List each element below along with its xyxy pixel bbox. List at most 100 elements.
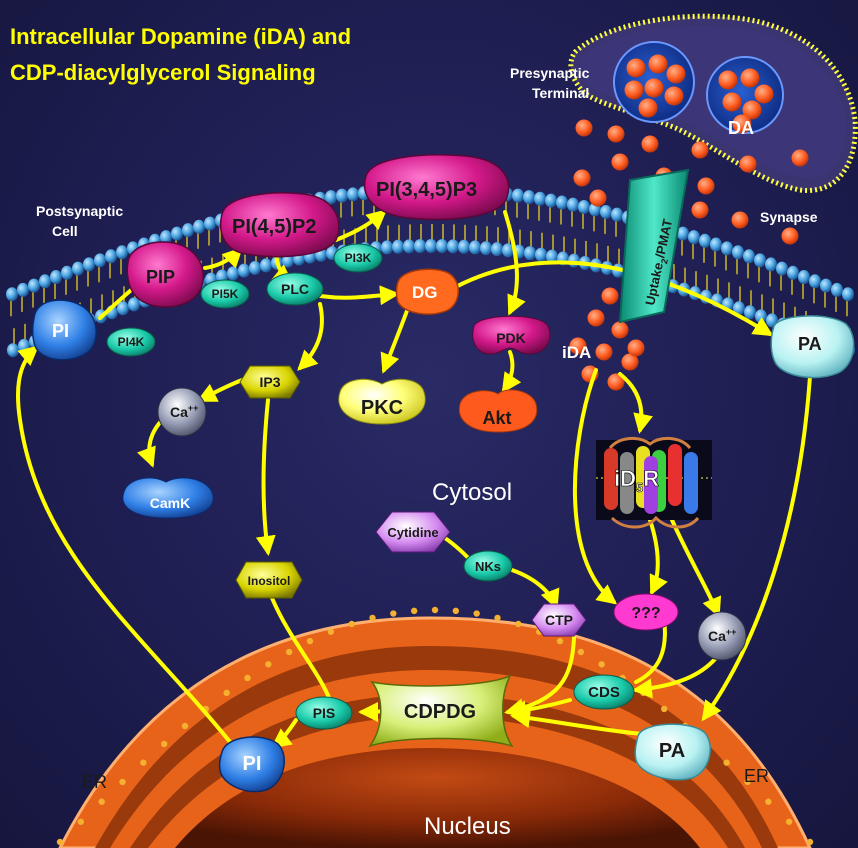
dopamine-molecule [739,155,757,173]
title-line-2: CDP-diacylglycerol Signaling [10,60,316,85]
ribosome [223,689,230,697]
dopamine-molecule [638,98,658,118]
ribosome [160,740,168,748]
dopamine-molecule [691,201,709,219]
ribosome [285,648,293,656]
ctp: CTP [531,603,587,637]
arrow-er-pa-to-cdpdg [510,708,644,736]
lipid-head [776,261,788,276]
enzyme-nks: NKs [463,550,513,582]
svg-text:iD5R: iD5R [614,466,659,495]
lipid-head [568,253,580,268]
ribosome [119,778,126,786]
arrow-ip3-to-ca [196,378,244,402]
lipid-head [392,239,404,254]
er-pa-label: PA [659,740,685,762]
dopamine-molecule [607,373,625,391]
ribosome [410,607,418,615]
dopamine-molecule [648,54,668,74]
membrane-pi: PI [31,299,97,361]
pi45p2-label: PI(4,5)P2 [232,216,316,238]
lipid-head [50,270,62,285]
lipid-head [556,195,568,210]
dopamine-molecule [742,100,762,120]
enzyme-pi3k: PI3K [333,243,383,273]
lipid-head [204,216,216,231]
arrow-ida-to-unknown [572,368,618,605]
dopamine-molecule [611,321,629,339]
pi345p3: PI(3,4,5)P3 [363,154,510,221]
lipid-head [787,265,799,280]
ribosome [494,614,501,622]
lipid-head [249,260,261,275]
lipid-head [182,223,194,238]
ribosome [265,661,272,668]
presynaptic-label-1: Presynaptic [510,65,590,81]
lipid-head [578,199,590,214]
pis-label: PIS [313,705,336,721]
dopamine-molecule [697,177,715,195]
lipid-head [524,246,536,261]
dopamine-molecule [621,353,639,371]
lipid-head [160,230,172,245]
lipid-head [512,188,524,203]
dopamine-molecule [791,149,809,167]
ribosome [431,606,439,614]
dopamine-molecule [644,78,664,98]
arrow-receptor-to-ca [670,518,722,618]
ca-left-label: Ca [170,404,188,420]
enzyme-camk: CamK [122,477,214,519]
arrow-er-pi-to-membrane-pi [15,345,240,754]
lipid-head [403,239,415,254]
ip3: IP3 [239,365,301,399]
lipid-head [381,240,393,255]
lipid-head [546,249,558,264]
enzyme-akt: Akt [458,389,538,433]
lipid-head [336,188,348,203]
dopamine-molecule [732,114,752,134]
cdpdg-label: CDPDG [404,701,476,723]
lipid-head [61,265,73,280]
ribosome [660,705,668,713]
arrow-inositol-to-pis [270,596,332,702]
lipid-head [699,233,711,248]
cytidine: Cytidine [375,511,451,553]
calcium-right: Ca++ [697,611,747,661]
lipid-head [117,301,129,316]
lipid-head [128,297,140,312]
dopamine-molecule [740,68,760,88]
dopamine-molecule [731,211,749,229]
arrow-ida-to-receptor [618,372,653,434]
lipid-head [545,193,557,208]
pkc-label: PKC [361,397,403,419]
title-line-1: Intracellular Dopamine (iDA) and [10,24,351,49]
ribosome [515,620,522,628]
ribosome [98,798,105,805]
arrow-pi345p3-to-pdk [503,210,526,316]
ca-left-charge: ++ [188,403,199,413]
lipid-head [755,309,767,324]
dopamine-molecule [595,343,613,361]
dopamine-molecule [587,309,605,327]
dopamine-molecule [624,80,644,100]
lipid-head [105,249,117,264]
ribosome [806,838,814,846]
ribosome [327,628,335,635]
lipid-head [116,245,128,260]
ribosome [744,778,751,786]
lipid-head [535,247,547,262]
dopamine-molecule [601,287,619,305]
lipid-head [193,219,205,234]
arrow-plc-to-ip3 [297,302,324,371]
presynaptic-terminal [568,13,858,193]
dopamine-molecule [573,169,591,187]
arrow-plc-to-dg [318,285,400,306]
dopamine-molecule [666,64,686,84]
lipid-head [820,278,832,293]
camk-label: CamK [150,495,190,511]
lipid-head [7,343,19,358]
cdpdg: CDPDG [368,674,514,748]
ribosome [577,648,585,656]
plc-label: PLC [281,281,309,297]
